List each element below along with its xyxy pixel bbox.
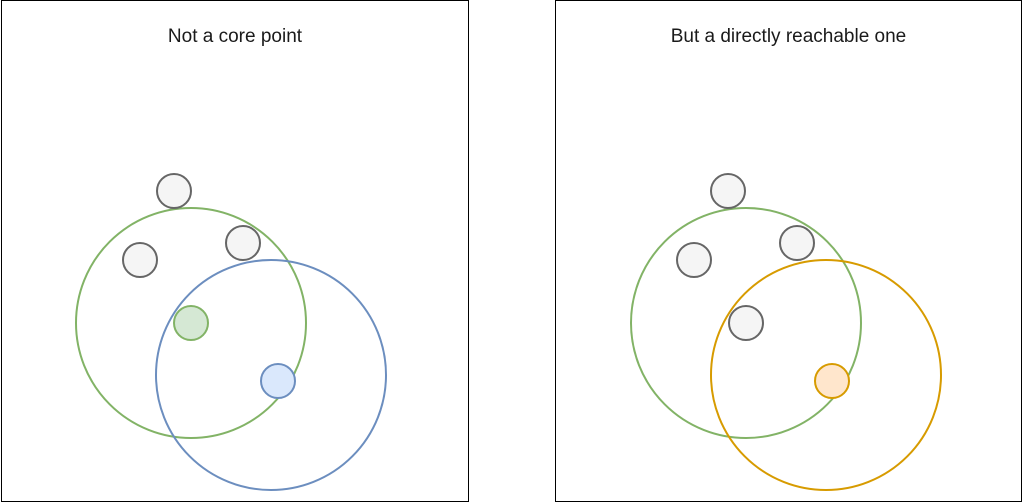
data-point [156,173,192,209]
directly-reachable-point [814,363,850,399]
panel-title: But a directly reachable one [670,26,907,47]
neighborhood-circle-core [630,207,862,439]
neighborhood-circle-core [75,207,307,439]
panel-title: Not a core point [167,26,303,47]
core-point [173,305,209,341]
data-point [710,173,746,209]
data-point [122,242,158,278]
panel-directly-reachable: But a directly reachable one [555,0,1022,502]
non-core-point [260,363,296,399]
neighborhood-circle-focus [155,259,387,491]
left-panel-graphics [75,173,387,491]
data-point [676,242,712,278]
data-point [225,225,261,261]
right-panel-graphics [630,173,942,491]
data-point [728,305,764,341]
data-point [779,225,815,261]
neighborhood-circle-focus [710,259,942,491]
